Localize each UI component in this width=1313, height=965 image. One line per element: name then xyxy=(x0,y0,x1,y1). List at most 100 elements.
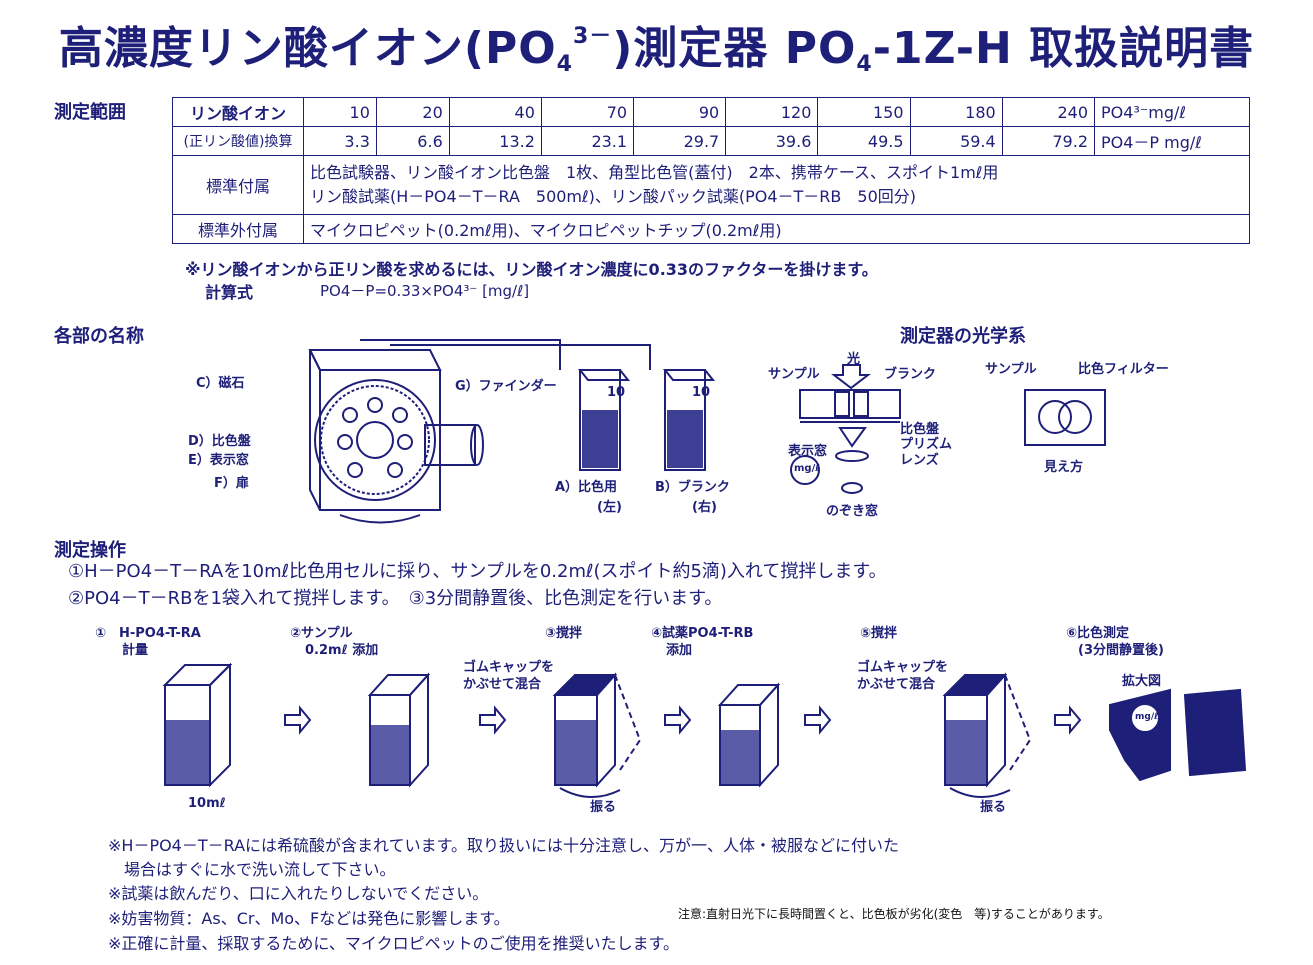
step5-title: ⑤撹拌 xyxy=(860,626,898,641)
unit-cell-orthophosphate: PO4－P mg/ℓ xyxy=(1094,126,1250,156)
table-cell: 59.4 xyxy=(909,126,1003,156)
footer-note-3: ※妨害物質：As、Cr、Mo、Fなどは発色に影響します。 xyxy=(108,909,510,928)
standard-accessories: 比色試験器、リン酸イオン比色盤 1枚、角型比色管(蓋付) 2本、携帯ケース、スポ… xyxy=(303,155,1250,215)
table-cell: 150 xyxy=(817,97,911,127)
factor-note: ※リン酸イオンから正リン酸を求めるには、リン酸イオン濃度に0.33のファクターを… xyxy=(185,260,878,279)
label-finder: G）ファインダー xyxy=(455,379,557,394)
step6-line2: (3分間静置後) xyxy=(1078,643,1164,658)
procedure-illustration xyxy=(162,662,1247,799)
table-row-standard: 標準付属 比色試験器、リン酸イオン比色盤 1枚、角型比色管(蓋付) 2本、携帯ケ… xyxy=(172,155,1250,215)
operation-line-2: ②PO4－T－RBを1袋入れて撹拌します。 ③3分間静置後、比色測定を行います。 xyxy=(68,588,723,609)
title-sub-1: 4 xyxy=(556,52,573,77)
page-title: 高濃度リン酸イオン(PO43－)測定器 PO4-1Z-H 取扱説明書 xyxy=(0,12,1313,77)
step1-volume: 10mℓ xyxy=(188,796,226,811)
standard-line-1: 比色試験器、リン酸イオン比色盤 1枚、角型比色管(蓋付) 2本、携帯ケース、スポ… xyxy=(310,163,999,182)
parts-title: 各部の名称 xyxy=(54,326,144,347)
table-cell: 10 xyxy=(303,97,377,127)
label-window: E）表示窓 xyxy=(188,453,249,468)
cell-b-number: 10 xyxy=(692,385,711,400)
standard-line-2: リン酸試薬(H－PO4－T－RA 500mℓ)、リン酸パック試薬(PO4－T－R… xyxy=(310,187,916,206)
footer-small-note: 注意:直射日光下に長時間置くと、比色板が劣化(変色 等)することがあります。 xyxy=(678,907,1110,921)
optics-disc: 比色盤 xyxy=(900,422,940,437)
title-part-2: )測定器 PO xyxy=(612,23,857,74)
title-sub-2: 4 xyxy=(856,52,873,77)
operation-line-1: ①H－PO4－T－RAを10mℓ比色用セルに採り、サンプルを0.2mℓ(スポイト… xyxy=(68,561,887,582)
table-row-phosphate: リン酸イオン 10 20 40 70 90 120 150 180 240 PO… xyxy=(172,97,1250,127)
row-header-optional: 標準外付属 xyxy=(172,214,304,244)
table-cell: 20 xyxy=(375,97,450,127)
footer-note-2: ※試薬は飲んだり、口に入れたりしないでください。 xyxy=(108,884,489,903)
view-caption: 見え方 xyxy=(1044,460,1084,475)
range-label: 測定範囲 xyxy=(54,102,126,123)
optics-unit: mg/ℓ xyxy=(794,463,820,474)
title-part-1: 高濃度リン酸イオン(PO xyxy=(58,23,557,74)
table-cell: 29.7 xyxy=(633,126,727,156)
optional-accessories: マイクロピペット(0.2mℓ用)、マイクロピペットチップ(0.2mℓ用) xyxy=(303,214,1250,244)
table-cell: 49.5 xyxy=(817,126,911,156)
step1-line2: 計量 xyxy=(122,643,149,658)
optics-lens: レンズ xyxy=(900,453,939,468)
label-cell-b: B）ブランク xyxy=(655,480,730,495)
device-illustration xyxy=(308,339,716,524)
table-cell: 6.6 xyxy=(375,126,450,156)
optics-title: 測定器の光学系 xyxy=(900,326,1026,347)
optics-peep-window: のぞき窓 xyxy=(826,504,879,519)
formula-label: 計算式 xyxy=(205,283,254,302)
table-row-orthophosphate: (正リン酸値)換算 3.3 6.6 13.2 23.1 29.7 39.6 49… xyxy=(172,126,1250,156)
footer-note-1a: ※H－PO4－T－RAには希硫酸が含まれています。取り扱いには十分注意し、万が一… xyxy=(108,836,899,855)
unit-cell-phosphate: PO4³⁻mg/ℓ xyxy=(1094,97,1250,127)
row-header-phosphate: リン酸イオン xyxy=(172,97,304,127)
table-cell: 70 xyxy=(540,97,635,127)
formula: PO4－P=0.33×PO4³⁻ [mg/ℓ] xyxy=(320,282,530,300)
table-cell: 40 xyxy=(448,97,542,127)
label-cell-b-side: (右) xyxy=(692,500,717,515)
table-cell: 79.2 xyxy=(1001,126,1096,156)
step2-line2: 0.2mℓ 添加 xyxy=(305,643,379,658)
step1-line1: ① H-PO4-T-RA xyxy=(95,626,201,641)
step6-zoom: 拡大図 xyxy=(1122,674,1162,689)
step3-shake: 振る xyxy=(590,800,617,815)
footer-note-1b: 場合はすぐに水で洗い流して下さい。 xyxy=(124,860,396,879)
step2-line1: ②サンプル xyxy=(290,626,353,641)
title-part-3: -1Z-H 取扱説明書 xyxy=(872,23,1255,74)
optics-sample: サンプル xyxy=(768,367,820,382)
step4-line1: ④試薬PO4-T-RB xyxy=(651,626,754,641)
optics-prism: プリズム xyxy=(900,437,953,452)
row-header-orthophosphate: (正リン酸値)換算 xyxy=(172,126,304,156)
label-magnet: C）磁石 xyxy=(196,376,245,391)
step5-note2: かぶせて混合 xyxy=(857,677,936,692)
step3-title: ③撹拌 xyxy=(545,626,583,641)
step4-line2: 添加 xyxy=(666,643,693,658)
spec-table: リン酸イオン 10 20 40 70 90 120 150 180 240 PO… xyxy=(172,97,1250,244)
label-cell-a: A）比色用 xyxy=(555,480,618,495)
step3-note2: かぶせて混合 xyxy=(463,677,542,692)
row-header-standard: 標準付属 xyxy=(172,155,304,215)
footer-note-4: ※正確に計量、採取するために、マイクロピペットのご使用を推奨いたします。 xyxy=(108,934,680,953)
label-disc: D）比色盤 xyxy=(188,434,251,449)
optics-window: 表示窓 xyxy=(788,444,828,459)
label-cell-a-side: (左) xyxy=(597,500,622,515)
step3-note1: ゴムキャップを xyxy=(463,660,555,675)
optics-blank: ブランク xyxy=(884,367,937,382)
table-cell: 23.1 xyxy=(540,126,635,156)
optics-diagram xyxy=(790,364,1106,494)
table-cell: 90 xyxy=(633,97,727,127)
optics-light: 光 xyxy=(847,352,861,367)
table-cell: 240 xyxy=(1001,97,1096,127)
step6-line1: ⑥比色測定 xyxy=(1066,626,1130,641)
step5-shake: 振る xyxy=(980,800,1007,815)
table-cell: 120 xyxy=(725,97,819,127)
table-cell: 180 xyxy=(909,97,1003,127)
step6-unit: mg/ℓ xyxy=(1135,712,1159,722)
step5-note1: ゴムキャップを xyxy=(857,660,949,675)
table-cell: 13.2 xyxy=(448,126,542,156)
view-sample: サンプル xyxy=(985,362,1037,377)
title-sup-1: 3－ xyxy=(572,24,613,49)
table-cell: 39.6 xyxy=(725,126,819,156)
operation-title: 測定操作 xyxy=(54,540,126,561)
cell-a-number: 10 xyxy=(607,385,626,400)
view-filter: 比色フィルター xyxy=(1078,362,1169,377)
table-cell: 3.3 xyxy=(303,126,377,156)
label-door: F）扉 xyxy=(214,476,249,491)
table-row-optional: 標準外付属 マイクロピペット(0.2mℓ用)、マイクロピペットチップ(0.2mℓ… xyxy=(172,214,1250,244)
